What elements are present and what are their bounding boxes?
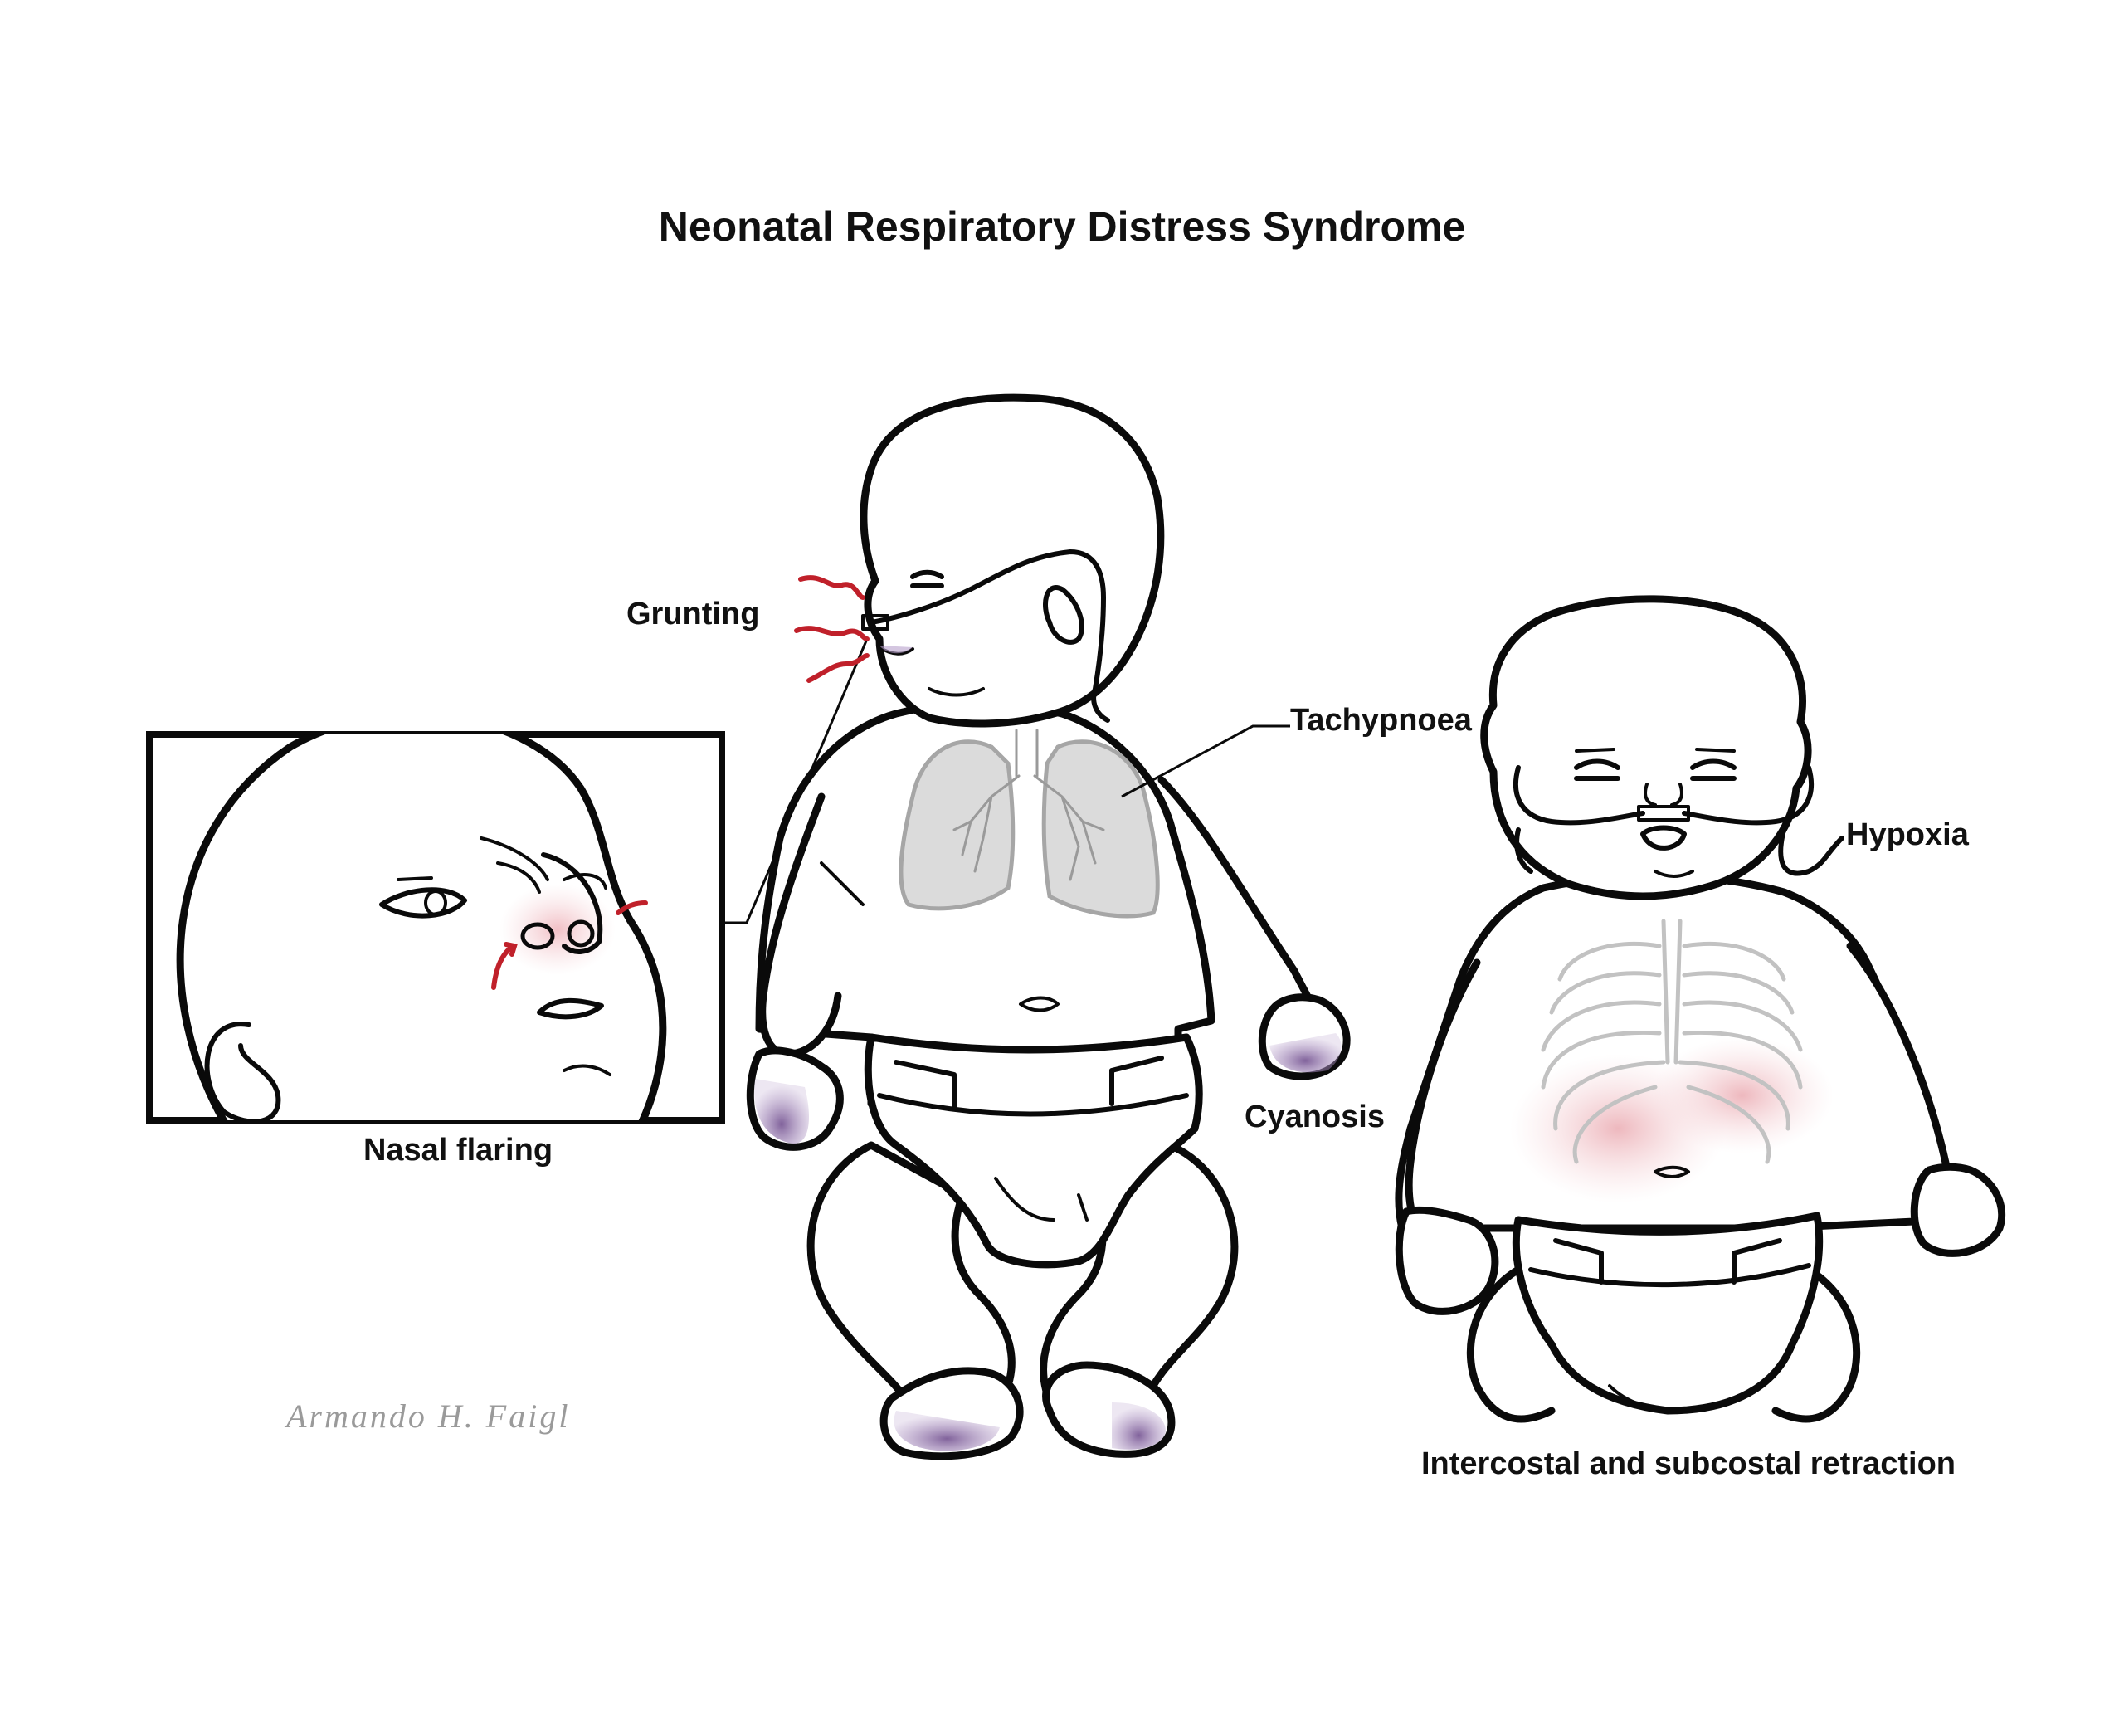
diagram-title: Neonatal Respiratory Distress Syndrome [659,203,1466,250]
ribcage-icon [1541,919,1803,1164]
baby-left-figure [746,393,1351,1460]
label-grunting: Grunting [626,597,759,631]
label-nasal-flaring: Nasal flaring [363,1133,553,1168]
nasal-flaring-inset [146,731,725,1124]
label-tachypnoea: Tachypnoea [1290,703,1473,738]
leader-tachypnoea [1121,724,1290,798]
artist-signature: Armando H. Faigl [284,1397,570,1435]
label-cyanosis: Cyanosis [1245,1100,1385,1134]
lungs-icon [899,729,1160,919]
label-retraction: Intercostal and subcostal retraction [1421,1446,1956,1481]
grunting-icon [794,575,870,683]
baby-right-figure [1395,595,2006,1423]
leader-nasal-flaring [722,638,869,924]
label-hypoxia: Hypoxia [1846,817,1970,852]
